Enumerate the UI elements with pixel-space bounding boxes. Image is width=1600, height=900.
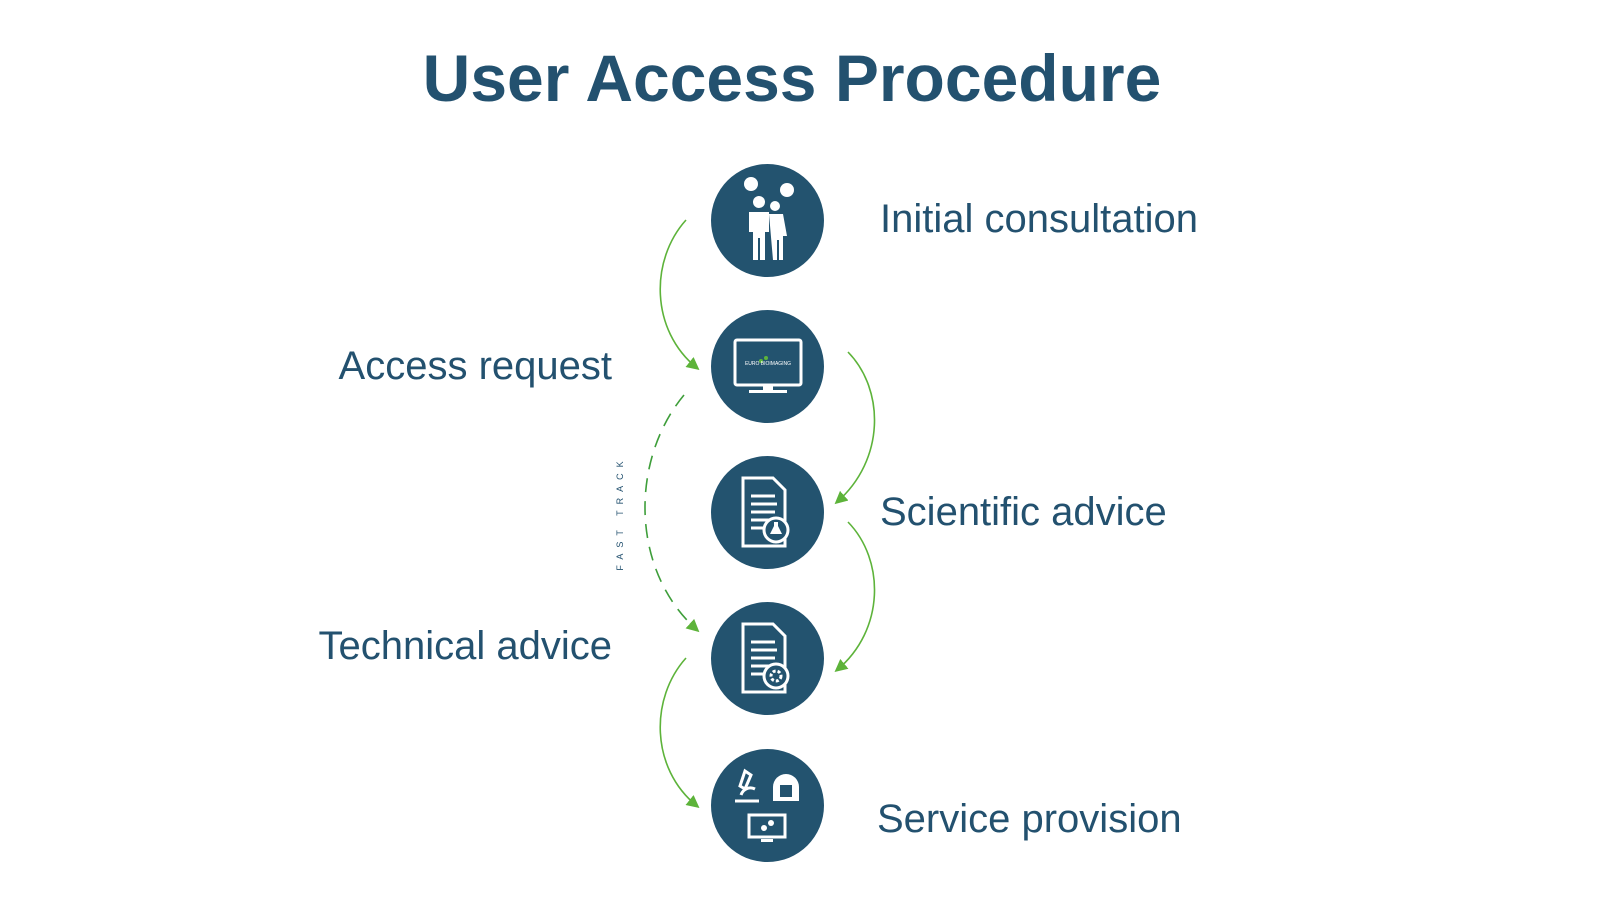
- step-label-initial-consultation: Initial consultation: [880, 197, 1198, 241]
- arrow-request-to-scientific: [834, 351, 876, 505]
- arrow-scientific-to-technical: [834, 521, 876, 673]
- step-icon-access-request: EURO BIOIMAGING: [711, 310, 824, 423]
- step-label-service-provision: Service provision: [877, 797, 1182, 841]
- arrow-fast-track: [644, 394, 700, 633]
- arrow-technical-to-service: [659, 657, 700, 809]
- document-flask-icon: [741, 476, 790, 548]
- step-icon-initial-consultation: [711, 164, 824, 277]
- step-icon-service-provision: [711, 749, 824, 862]
- fast-track-label: FAST TRACK: [615, 455, 625, 571]
- step-label-access-request: Access request: [338, 344, 612, 388]
- page-title: User Access Procedure: [422, 41, 1162, 115]
- step-label-technical-advice: Technical advice: [318, 624, 613, 668]
- monitor-screen-text: EURO BIOIMAGING: [745, 361, 791, 367]
- step-icon-scientific-advice: [711, 456, 824, 569]
- monitor-icon: EURO BIOIMAGING: [733, 338, 803, 393]
- document-gear-icon: [741, 622, 790, 694]
- arrow-consultation-to-request: [659, 219, 700, 371]
- microscope-scanner-icon: [735, 768, 799, 842]
- step-label-scientific-advice: Scientific advice: [880, 490, 1167, 534]
- step-icon-technical-advice: [711, 602, 824, 715]
- people-talking-icon: [744, 177, 794, 260]
